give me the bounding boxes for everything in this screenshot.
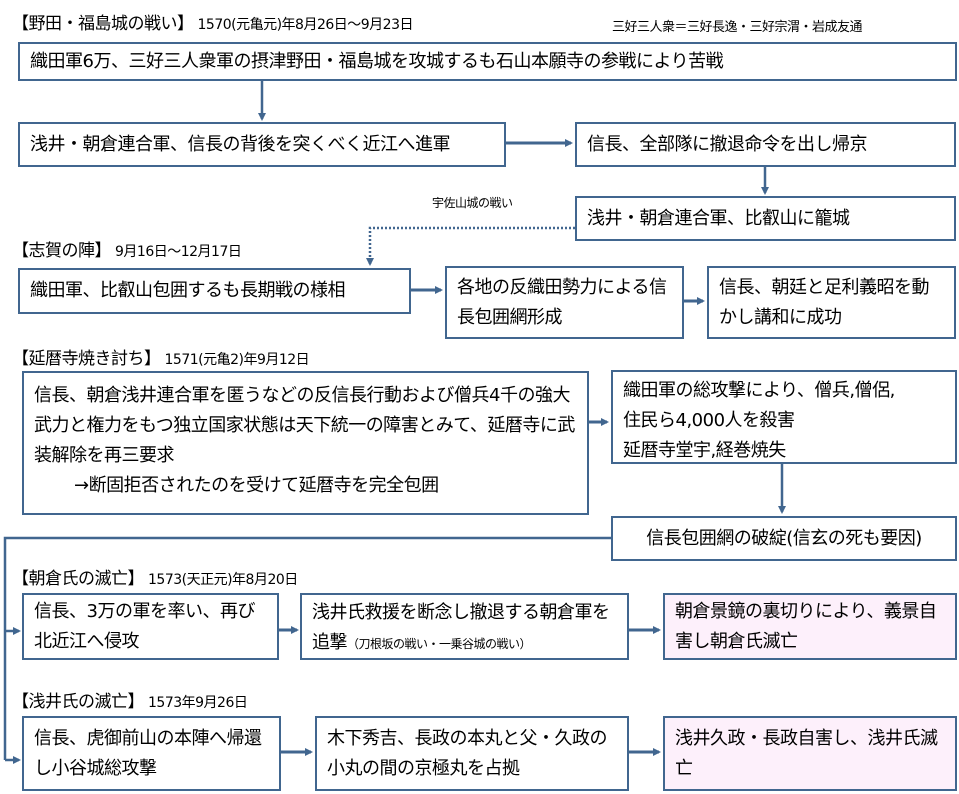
siege-text: →断固拒否されたのを受けて延暦寺を完全包囲 <box>74 475 439 496</box>
demand-text: 信長、朝倉浅井連合軍を匿うなどの反信長行動および僧兵4千の強大武力と権力をもつ独… <box>34 385 575 466</box>
title-text: 【朝倉氏の滅亡】 <box>12 569 145 589</box>
section-title-asai: 【浅井氏の滅亡】1573年9月26日 <box>12 687 248 712</box>
date-text: 9月16日～12月17日 <box>115 244 242 260</box>
box-asai-fall: 浅井久政・長政自害し、浅井氏滅亡 <box>663 716 957 791</box>
usayama-label: 宇佐山城の戦い <box>432 196 513 210</box>
attack-line: 織田軍の総攻撃により、僧兵,僧侶, <box>623 380 895 401</box>
line-b10-branch <box>3 536 611 760</box>
box-hieizan-siege: 浅井・朝倉連合軍、比叡山に籠城 <box>575 196 956 241</box>
box-asakura-fall: 朝倉景鏡の裏切りにより、義景自害し朝倉氏滅亡 <box>663 593 957 660</box>
box-enryakuji-demands: 信長、朝倉浅井連合軍を匿うなどの反信長行動および僧兵4千の強大武力と権力をもつ独… <box>22 371 589 515</box>
box-noda-siege: 織田軍6万、三好三人衆軍の摂津野田・福島城を攻城するも石山本願寺の参戦により苦戦 <box>18 42 957 81</box>
date-text: 1570(元亀元)年8月26日～9月23日 <box>197 17 414 33</box>
pursue-text: 浅井氏救援を断念し撤退する朝倉軍を追撃 <box>312 602 610 653</box>
box-encirclement-formed: 各地の反織田勢力による信長包囲網形成 <box>445 266 684 339</box>
box-kyogokumaru: 木下秀吉、長政の本丸と父・久政の小丸の間の京極丸を占拠 <box>315 716 629 791</box>
section-title-shiga: 【志賀の陣】9月16日～12月17日 <box>12 236 242 261</box>
box-long-siege: 織田軍、比叡山包囲するも長期戦の様相 <box>18 268 411 314</box>
battles-note: （刀根坂の戦い・一乗谷城の戦い） <box>347 637 532 651</box>
section-title-enryakuji: 【延暦寺焼き討ち】1571(元亀2)年9月12日 <box>12 344 310 369</box>
box-peace-settlement: 信長、朝廷と足利義昭を動かし講和に成功 <box>707 266 956 339</box>
box-total-attack: 織田軍の総攻撃により、僧兵,僧侶, 住民ら4,000人を殺害 延暦寺堂宇,経巻焼… <box>611 370 957 464</box>
miyoshi-note: 三好三人衆＝三好長逸・三好宗渭・岩成友通 <box>612 20 863 35</box>
dotted-arrow-b4-b5 <box>366 226 575 266</box>
box-odani-attack: 信長、虎御前山の本陣へ帰還し小谷城総攻撃 <box>22 716 281 791</box>
section-title-asakura: 【朝倉氏の滅亡】1573(天正元)年8月20日 <box>12 564 298 589</box>
title-text: 【志賀の陣】 <box>12 241 112 261</box>
box-asai-asakura-advance: 浅井・朝倉連合軍、信長の背後を突くべく近江へ進軍 <box>18 122 506 167</box>
title-text: 【浅井氏の滅亡】 <box>12 692 145 712</box>
attack-line: 延暦寺堂宇,経巻焼失 <box>623 440 786 461</box>
box-invade-north-omi: 信長、3万の軍を率い、再び北近江へ侵攻 <box>22 593 279 660</box>
attack-line: 住民ら4,000人を殺害 <box>623 410 795 431</box>
title-text: 【野田・福島城の戦い】 <box>12 14 194 34</box>
box-pursue-asakura: 浅井氏救援を断念し撤退する朝倉軍を追撃（刀根坂の戦い・一乗谷城の戦い） <box>300 593 629 660</box>
title-text: 【延暦寺焼き討ち】 <box>12 349 161 369</box>
box-nobunaga-retreat: 信長、全部隊に撤退命令を出し帰京 <box>575 122 956 167</box>
date-text: 1571(元亀2)年9月12日 <box>164 352 310 368</box>
date-text: 1573(天正元)年8月20日 <box>148 572 298 588</box>
section-title-noda: 【野田・福島城の戦い】1570(元亀元)年8月26日～9月23日 <box>12 9 413 34</box>
box-encirclement-collapse: 信長包囲網の破綻(信玄の死も要因) <box>611 516 957 561</box>
date-text: 1573年9月26日 <box>148 695 248 711</box>
